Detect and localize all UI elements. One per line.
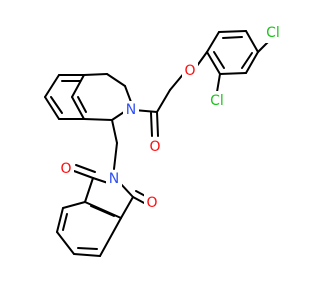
atom-label: Cl xyxy=(210,93,224,109)
bond xyxy=(50,96,63,114)
bond xyxy=(241,52,253,69)
atom-n-ring: N xyxy=(123,101,139,119)
bond xyxy=(245,51,259,74)
atom-o-ether: O xyxy=(182,62,198,80)
bond xyxy=(56,207,64,233)
atom-n-imide: N xyxy=(106,170,122,188)
bond xyxy=(257,41,269,53)
bond xyxy=(56,231,75,255)
bond xyxy=(216,73,221,93)
bond xyxy=(77,96,87,113)
bond xyxy=(113,142,118,170)
bond xyxy=(77,247,98,250)
molecule-structure: Cl Cl O O N N O O xyxy=(44,23,284,257)
atom-label: O xyxy=(146,195,157,211)
bond xyxy=(83,118,113,121)
bond xyxy=(92,177,109,184)
bond xyxy=(111,111,125,121)
bond xyxy=(156,111,159,137)
molecule-diagram: Cl Cl O O N N O O xyxy=(44,23,284,257)
bond xyxy=(84,177,94,203)
bond xyxy=(71,96,85,120)
bond xyxy=(120,196,134,219)
bond xyxy=(73,253,101,257)
bond xyxy=(44,96,60,120)
bond xyxy=(218,30,247,33)
bond xyxy=(83,73,108,76)
atom-o-amide: O xyxy=(147,138,163,156)
atom-o-imide-right: O xyxy=(144,194,160,212)
atom-cl-mid: Cl xyxy=(206,91,228,111)
bond xyxy=(132,196,147,205)
bond xyxy=(119,182,134,198)
bond xyxy=(222,36,243,39)
bond xyxy=(44,74,60,98)
bond xyxy=(90,205,115,217)
atom-label-layer: Cl Cl O O N N O O xyxy=(58,23,284,212)
atom-cl-top: Cl xyxy=(262,23,284,43)
atom-label: O xyxy=(184,63,195,79)
bond-layer xyxy=(44,30,269,257)
bond xyxy=(71,74,85,98)
bond xyxy=(75,164,96,173)
atom-label: Cl xyxy=(266,25,280,41)
bond xyxy=(206,51,221,75)
bond xyxy=(84,201,122,219)
bond xyxy=(62,213,68,231)
bond xyxy=(73,170,94,179)
bond xyxy=(213,51,225,69)
atom-label: O xyxy=(60,161,71,177)
bond xyxy=(99,217,122,257)
atom-label: N xyxy=(109,171,119,187)
bond xyxy=(62,201,86,209)
bond xyxy=(219,72,247,75)
bond xyxy=(206,31,220,53)
bond xyxy=(150,112,153,137)
bond xyxy=(156,89,171,113)
atom-label: N xyxy=(126,102,136,118)
atom-label: O xyxy=(149,139,160,155)
bond xyxy=(106,73,126,87)
bond xyxy=(111,119,118,144)
atom-o-imide-left: O xyxy=(58,160,74,178)
bond xyxy=(245,30,259,53)
